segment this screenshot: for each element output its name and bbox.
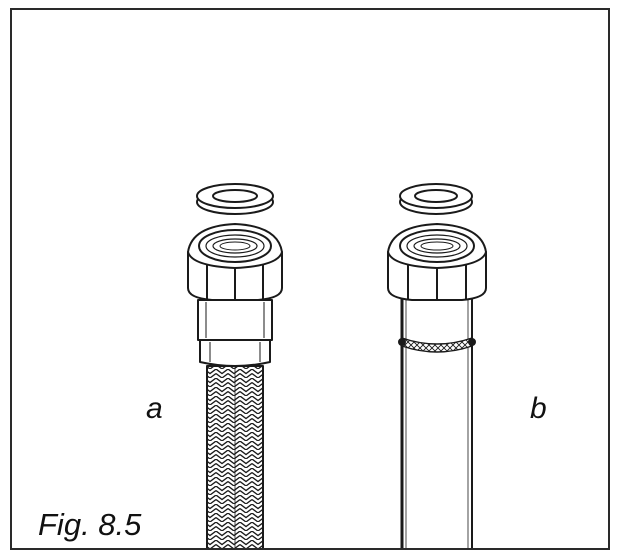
hose-assembly-a: [187, 183, 283, 548]
label-a: a: [146, 392, 163, 425]
ferrule: [197, 299, 273, 367]
washer-icon: [399, 183, 473, 215]
hex-nut-icon: [387, 223, 487, 301]
braided-hose-icon: [206, 365, 264, 548]
hose-assembly-b: [387, 183, 487, 548]
washer-icon: [196, 183, 274, 215]
figure-frame: [10, 8, 610, 550]
hex-nut-icon: [187, 223, 283, 301]
label-b: b: [530, 392, 547, 425]
figure-caption: Fig. 8.5: [38, 507, 142, 542]
smooth-hose-icon: [398, 296, 476, 548]
